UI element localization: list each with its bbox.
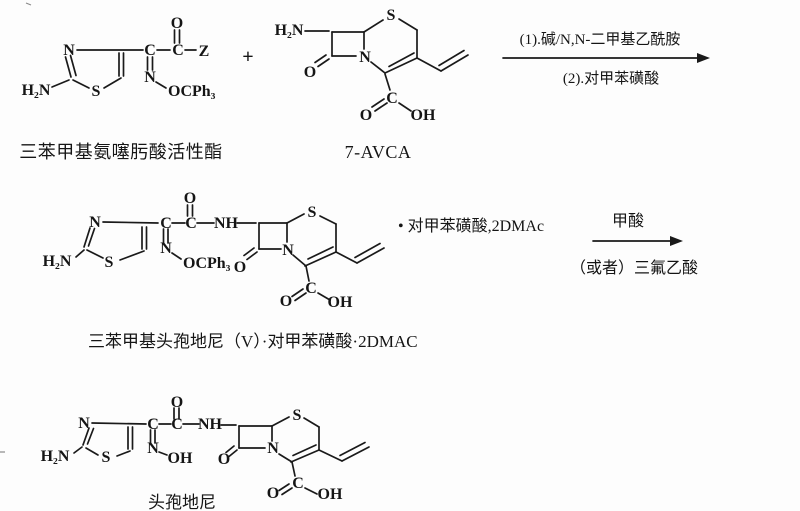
arrow2-condition-below: （或者）三氟乙酸 <box>570 259 698 277</box>
structure-label-trityl-cefdinir: 三苯甲基头孢地尼（V）·对甲苯磺酸·2DMAC <box>88 332 418 351</box>
atom-n-thiazole: N <box>63 42 75 59</box>
structure-7avca-bonds <box>304 18 469 112</box>
atom-n-ring: N <box>267 440 279 457</box>
atom-o-lactam: O <box>304 64 316 81</box>
structure-cefdinir-bonds <box>73 407 370 496</box>
atom-o-ester: O <box>171 15 183 32</box>
atom-c-amide: C <box>185 215 197 232</box>
atom-n-oxime: N <box>147 440 159 457</box>
atom-n-ring: N <box>359 49 371 66</box>
adduct-note: • 对甲苯磺酸,2DMAc <box>398 217 544 235</box>
atom-n-thiazole: N <box>89 214 101 231</box>
atom-oh-acid: OH <box>318 486 343 503</box>
atom-c-oxime: C <box>160 215 172 232</box>
scan-artifacts <box>0 2 32 453</box>
atom-oh-oxime: OH <box>168 450 193 467</box>
atom-c-ester: C <box>172 42 184 59</box>
reaction-arrow-2: 甲酸 （或者）三氟乙酸 <box>570 212 698 277</box>
atom-s-ring: S <box>293 407 302 424</box>
atom-o-acid: O <box>280 293 292 310</box>
atom-c-acid: C <box>305 280 317 297</box>
atom-ocph3: OCPh₃ <box>183 255 231 272</box>
arrow2-condition-above: 甲酸 <box>612 212 644 230</box>
atom-s-thiazole: S <box>105 254 114 271</box>
atom-nh: NH <box>198 416 223 433</box>
atom-c-acid: C <box>292 475 304 492</box>
atom-s-ring: S <box>308 204 317 221</box>
atom-ocph3: OCPh₃ <box>168 83 216 100</box>
atom-z-leaving-group: Z <box>199 43 210 60</box>
atom-n-ring: N <box>282 242 294 259</box>
atom-o-amide: O <box>171 394 183 411</box>
atom-s-thiazole: S <box>92 83 101 100</box>
arrow-head <box>697 53 710 63</box>
atom-o-acid: O <box>360 107 372 124</box>
atom-o-acid: O <box>267 485 279 502</box>
atom-c-amide: C <box>171 416 183 433</box>
atom-c-oxime: C <box>147 416 159 433</box>
structure-cefdinir: N S H₂N C N OH C O NH O N S C O OH 头孢地尼 <box>41 394 370 511</box>
atom-o-lactam: O <box>218 451 230 468</box>
atom-o-lactam: O <box>234 259 246 276</box>
atom-c-oxime: C <box>144 42 156 59</box>
atom-h2n: H₂N <box>22 82 51 99</box>
atom-n-thiazole: N <box>78 415 90 432</box>
structure-label-7avca: 7-AVCA <box>345 142 412 162</box>
atom-oh-acid: OH <box>328 294 353 311</box>
arrow1-condition-above: (1).碱/N,N-二甲基乙酰胺 <box>520 31 681 48</box>
structure-trityl-cefdinir: N S H₂N C N OCPh₃ C O NH O N S C O OH • … <box>43 190 544 351</box>
atom-h2n: H₂N <box>41 448 70 465</box>
arrow1-condition-below: (2).对甲苯磺酸 <box>563 70 659 87</box>
atom-n-oxime: N <box>160 240 172 257</box>
structure-label-cefdinir: 头孢地尼 <box>148 493 216 511</box>
atom-n-oxime: N <box>144 69 156 86</box>
atom-h2n: H₂N <box>43 253 72 270</box>
atom-c-acid: C <box>386 90 398 107</box>
structure-trityl-cefdinir-bonds <box>75 204 385 302</box>
structure-7avca: H₂N S N O C O OH 7-AVCA <box>275 7 469 162</box>
plus-sign: + <box>242 46 253 68</box>
reaction-arrow-1: (1).碱/N,N-二甲基乙酰胺 (2).对甲苯磺酸 <box>502 31 710 87</box>
structure-active-ester: N S H₂N C C O Z N OCPh₃ 三苯甲基氨噻肟酸活性酯 <box>19 15 223 162</box>
structure-label-active-ester: 三苯甲基氨噻肟酸活性酯 <box>19 142 223 162</box>
atom-s-thiazole: S <box>102 449 111 466</box>
arrow-head <box>670 236 683 246</box>
atom-oh-acid: OH <box>411 107 436 124</box>
atom-nh: NH <box>214 215 239 232</box>
atom-h2n: H₂N <box>275 22 304 39</box>
structure-active-ester-bonds <box>51 29 197 89</box>
atom-s-ring: S <box>387 7 396 24</box>
atom-o-amide: O <box>184 190 196 207</box>
